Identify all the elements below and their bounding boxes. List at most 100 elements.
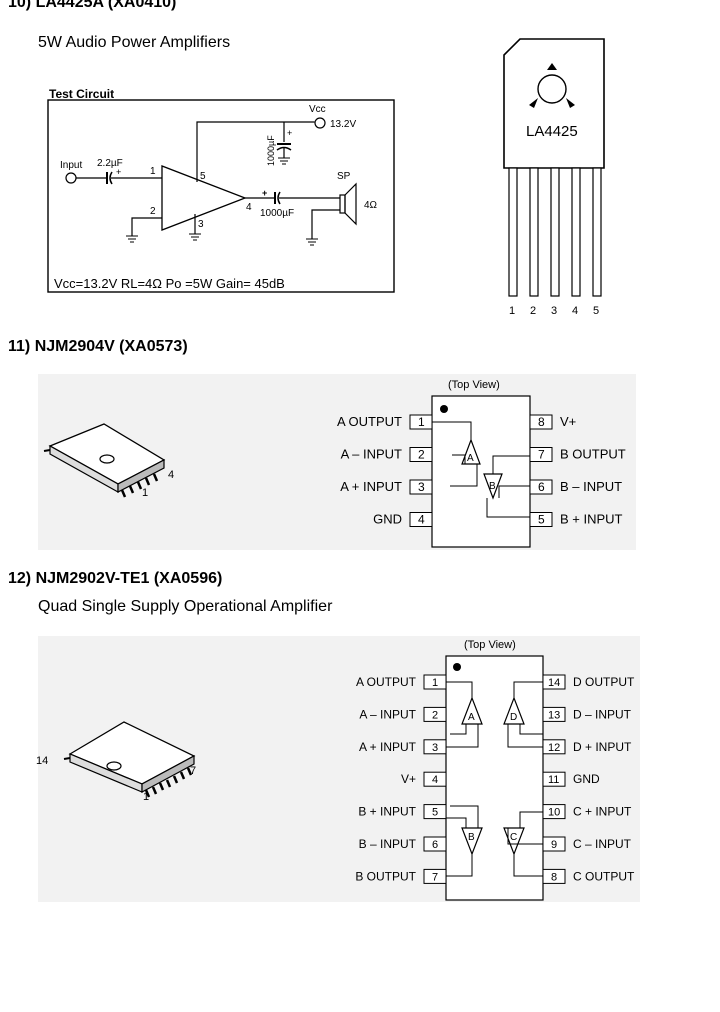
njm2902v-package: 14 7 1 xyxy=(36,721,196,803)
pin-number: 5 xyxy=(432,807,438,819)
pin-label: B – INPUT xyxy=(560,479,622,494)
plus-sign: + xyxy=(116,167,121,177)
pin-number: 14 xyxy=(548,677,560,689)
pin-number: 3 xyxy=(418,480,425,494)
pin-label: B – INPUT xyxy=(359,837,417,851)
pin-label: C + INPUT xyxy=(573,805,632,819)
top-view-label: (Top View) xyxy=(448,379,500,391)
pin-number: 8 xyxy=(538,415,545,429)
pin-number: 6 xyxy=(432,839,438,851)
pkg-pin-label: 1 xyxy=(143,791,149,803)
pin-label: A OUTPUT xyxy=(356,675,417,689)
pin-label: D + INPUT xyxy=(573,740,632,754)
pin-label: B + INPUT xyxy=(560,512,623,527)
input-terminal xyxy=(65,172,77,184)
pin-box xyxy=(529,447,553,462)
input-label: Input xyxy=(60,160,82,171)
pin-number: 2 xyxy=(418,448,425,462)
pin-label: A – INPUT xyxy=(359,707,416,721)
pin-box xyxy=(542,706,566,722)
pin-box xyxy=(409,447,433,462)
pin-label: GND xyxy=(373,512,402,527)
amp-d xyxy=(503,696,525,725)
plus-sign: + xyxy=(262,188,267,198)
pin-number: 1 xyxy=(432,677,438,689)
vcc-terminal xyxy=(314,117,326,129)
section-10-heading: 10) LA4425A (XA0410) xyxy=(8,0,177,11)
pin-box xyxy=(529,414,553,430)
pin-label: V+ xyxy=(560,414,576,429)
amp-label: A xyxy=(468,712,475,723)
pin-number: 4 xyxy=(432,774,438,786)
pin-label: GND xyxy=(573,772,600,786)
pin-box xyxy=(423,804,447,820)
pkg-pin-label: 4 xyxy=(168,469,174,481)
vcc-value: 13.2V xyxy=(330,119,356,130)
output-cap-label: 1000µF xyxy=(260,208,294,219)
amp-label: A xyxy=(467,453,474,464)
input-cap-label: 2.2µF xyxy=(97,158,123,169)
amp-a xyxy=(461,438,481,465)
la4425-package: LA4425 1 2 3 4 5 xyxy=(503,38,605,317)
amplifier-triangle xyxy=(161,165,247,231)
bypass-cap-label: 1000µF xyxy=(266,135,276,166)
pin-number: 13 xyxy=(548,709,560,721)
speaker-icon xyxy=(339,194,346,214)
pin5-label: 5 xyxy=(200,171,206,182)
pin-number: 1 xyxy=(418,415,425,429)
pin-label: C OUTPUT xyxy=(573,869,635,883)
pin-box xyxy=(529,512,553,527)
pin-box xyxy=(409,512,433,527)
pin-label: A + INPUT xyxy=(340,479,402,494)
vcc-label: Vcc xyxy=(309,104,326,115)
pin-number: 12 xyxy=(548,742,560,754)
pin-label: B OUTPUT xyxy=(355,869,416,883)
package-label: LA4425 xyxy=(526,123,578,140)
pin-number: 7 xyxy=(538,448,545,462)
amp-label: D xyxy=(510,712,517,723)
lead-number: 3 xyxy=(551,305,557,317)
pin-box xyxy=(529,479,553,495)
amp-c xyxy=(503,827,525,856)
pkg-pin-label: 14 xyxy=(36,755,48,767)
pin1-label: 1 xyxy=(150,166,156,177)
circuit-title: Test Circuit xyxy=(49,87,114,101)
amp-a xyxy=(461,696,483,725)
section-11-heading: 11) NJM2904V (XA0573) xyxy=(8,338,188,355)
pin-number: 10 xyxy=(548,807,560,819)
pin-number: 8 xyxy=(551,871,557,883)
pin4-label: 4 xyxy=(246,202,252,213)
circuit-frame xyxy=(47,99,395,293)
amp-b xyxy=(461,827,483,856)
section-12-heading: 12) NJM2902V-TE1 (XA0596) xyxy=(8,570,223,587)
lead-number: 4 xyxy=(572,305,578,317)
lead-number: 2 xyxy=(530,305,536,317)
pin-label: A OUTPUT xyxy=(337,414,402,429)
speaker-ohm: 4Ω xyxy=(364,200,378,211)
ic-body xyxy=(431,395,531,548)
pin-label: D – INPUT xyxy=(573,707,632,721)
njm2904v-package: 4 1 xyxy=(43,423,174,499)
pin-box xyxy=(423,771,447,787)
pin-box xyxy=(409,479,433,495)
pin-number: 5 xyxy=(538,513,545,527)
pin3-label: 3 xyxy=(198,219,204,230)
pin-number: 7 xyxy=(432,871,438,883)
pin-label: C – INPUT xyxy=(573,837,632,851)
pin1-dot xyxy=(440,405,448,413)
pin-label: A + INPUT xyxy=(359,740,417,754)
section-10-subtitle: 5W Audio Power Amplifiers xyxy=(38,34,231,51)
pin-label: B OUTPUT xyxy=(560,447,626,462)
pin-box xyxy=(423,836,447,852)
pin-number: 4 xyxy=(418,513,425,527)
pkg-pin-label: 1 xyxy=(142,487,148,499)
amp-label: C xyxy=(510,832,517,843)
speaker-label: SP xyxy=(337,171,351,182)
pin-number: 2 xyxy=(432,709,438,721)
test-circuit-diagram: Test Circuit 5 Vcc 13.2V + 1000µF Input … xyxy=(47,87,395,293)
top-view-label: (Top View) xyxy=(464,639,516,651)
